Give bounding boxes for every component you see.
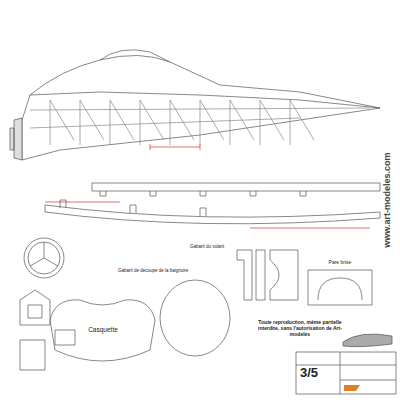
template-shape: Pare brise	[327, 259, 354, 267]
wheel	[24, 238, 64, 278]
template-label: Gabarit du volant	[190, 244, 250, 249]
frame	[290, 100, 314, 145]
dimension	[150, 144, 200, 150]
cutout-template	[160, 280, 230, 356]
part-label: Casquette	[88, 326, 118, 333]
frame	[200, 100, 224, 145]
cockpit	[100, 50, 170, 62]
windshield-shape	[308, 270, 372, 305]
template	[270, 250, 298, 300]
part-shape: Casquette	[86, 325, 120, 334]
frame	[80, 100, 104, 145]
copyright-note: Toute reproduction, même partielle inter…	[250, 320, 350, 337]
frame	[110, 100, 134, 145]
title-block-grid	[296, 352, 396, 394]
tabs	[60, 200, 206, 216]
watermark: www.art-modeles.com	[383, 152, 393, 247]
dimension	[45, 202, 370, 228]
boat-thumbnail	[343, 334, 392, 347]
casquette-shape	[50, 300, 155, 361]
deck-line	[30, 55, 380, 108]
part	[20, 290, 50, 325]
frame	[140, 100, 164, 145]
chine-strip	[45, 205, 380, 224]
frame	[230, 100, 254, 145]
windshield-line	[318, 278, 362, 300]
tabs	[100, 191, 306, 196]
frame	[50, 100, 74, 145]
frame	[260, 100, 284, 145]
part-label: Pare brise	[329, 260, 352, 266]
sheet-number: 3/5	[300, 366, 318, 381]
wheel	[28, 242, 60, 274]
template	[237, 250, 252, 300]
keel-strip	[92, 183, 380, 191]
template	[256, 250, 265, 300]
logo	[344, 385, 360, 391]
template-label: Gabarit de découpe de la baignoire	[118, 268, 228, 273]
hull-side	[22, 92, 380, 160]
part	[20, 330, 75, 370]
spokes	[30, 242, 58, 266]
rudder	[10, 118, 22, 160]
title-block	[296, 352, 396, 394]
frame	[170, 100, 194, 145]
